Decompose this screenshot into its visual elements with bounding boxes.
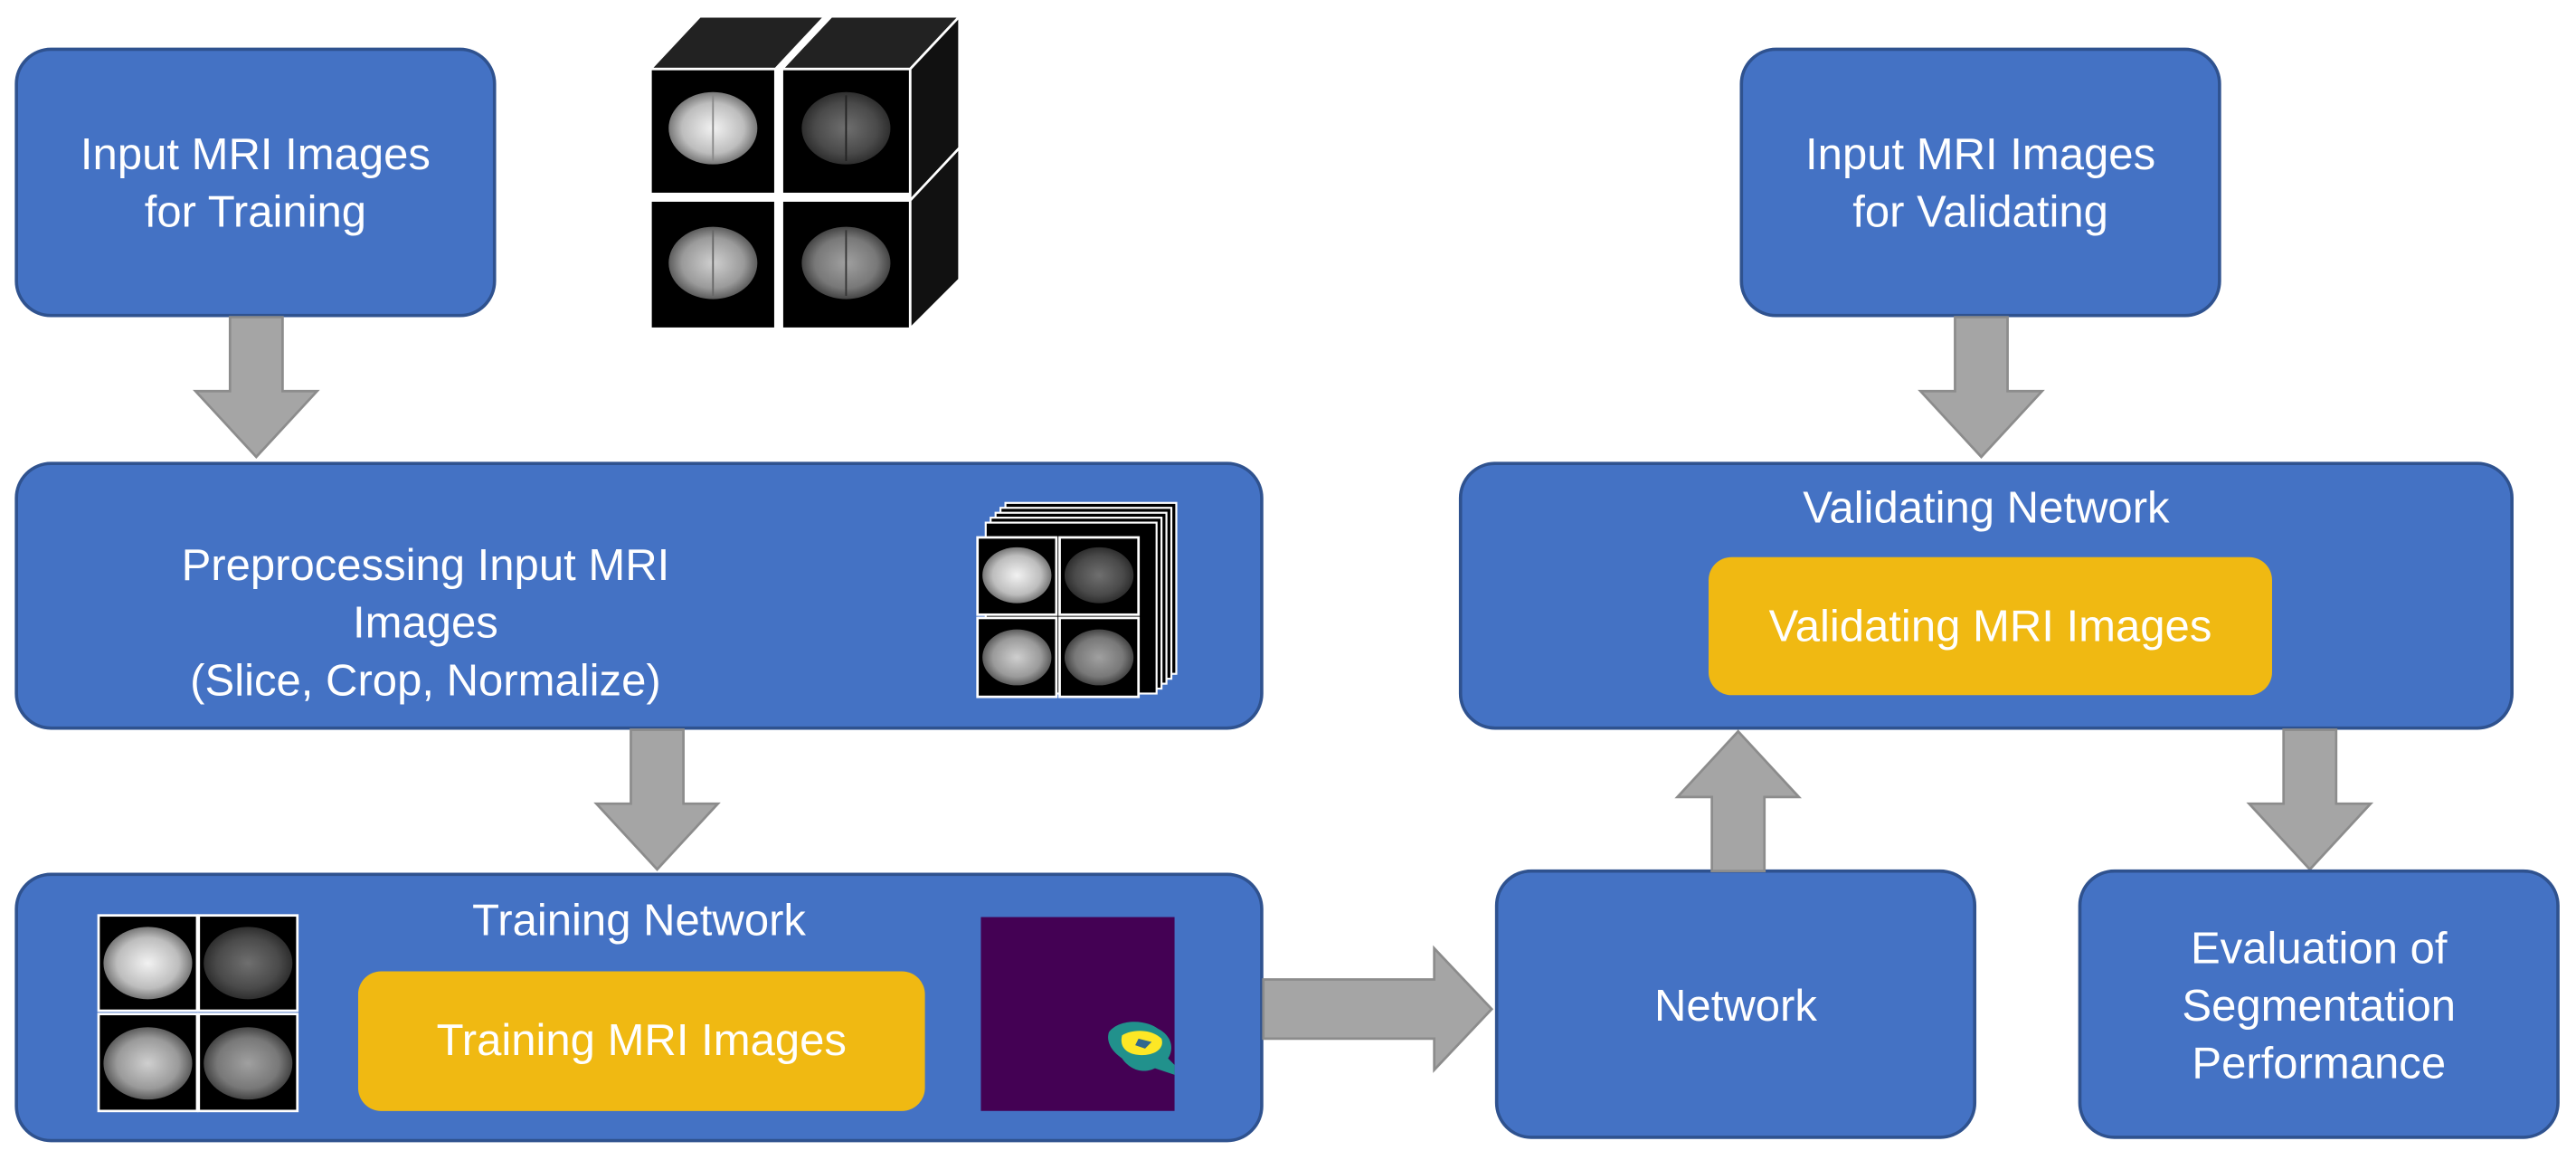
network-box: Network: [1494, 869, 1977, 1139]
validating-network-title: Validating Network: [1803, 483, 2170, 533]
arrow-down-icon: [2246, 728, 2374, 871]
validating-network-box: Validating Network Validating MRI Images: [1458, 461, 2514, 730]
arrow-up-icon: [1674, 729, 1802, 873]
arrow-right-icon: [1262, 945, 1494, 1073]
preprocessing-line-1: Preprocessing Input MRI Images: [181, 540, 670, 648]
mri-modalities-grid-icon: [97, 914, 299, 1113]
input-training-line-1: Input MRI Images: [80, 129, 431, 179]
arrow-down-icon: [193, 316, 320, 459]
evaluation-box: Evaluation of Segmentation Performance: [2078, 869, 2560, 1139]
input-training-box: Input MRI Images for Training: [14, 47, 497, 318]
training-network-title: Training Network: [472, 895, 806, 946]
input-validating-line-1: Input MRI Images: [1805, 129, 2156, 179]
network-label: Network: [1654, 981, 1817, 1031]
input-training-line-2: for Training: [144, 187, 367, 237]
evaluation-line-1: Evaluation of: [2190, 923, 2448, 974]
mri-slice-stack-icon: [976, 501, 1178, 699]
arrow-down-icon: [593, 728, 721, 871]
mri-volume-cubes-icon: [648, 13, 962, 332]
input-validating-line-2: for Validating: [1852, 187, 2108, 237]
training-mri-images-block: Training MRI Images: [357, 971, 925, 1111]
validating-mri-images-block: Validating MRI Images: [1708, 556, 2272, 696]
segmentation-mask-icon: [980, 917, 1175, 1111]
evaluation-line-3: Performance: [2192, 1038, 2447, 1089]
preprocessing-line-2: (Slice, Crop, Normalize): [190, 655, 661, 706]
input-validating-box: Input MRI Images for Validating: [1739, 47, 2221, 318]
evaluation-line-2: Segmentation: [2182, 981, 2457, 1031]
arrow-down-icon: [1918, 316, 2045, 459]
